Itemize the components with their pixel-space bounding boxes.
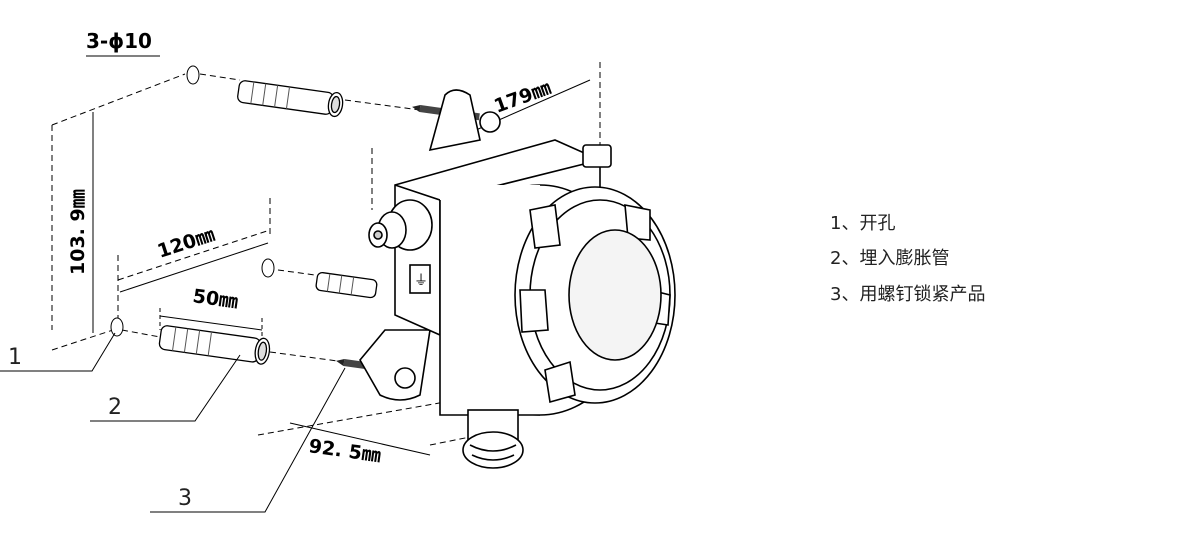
wall-holes [110,65,275,337]
dim-179: 179㎜ [491,77,554,118]
expansion-anchor-bottom [158,325,271,365]
installation-steps: 1、开孔 2、埋入膨胀管 3、用螺钉锁紧产品 [830,213,985,305]
callout-leaders [0,332,346,513]
top-gland [582,144,612,168]
mounting-ear-bottom [359,329,431,401]
callout-3: 3 [178,486,192,511]
hole-spec-label: 3-ϕ10 [86,29,152,53]
dim-103: 103. 9㎜ [67,189,89,275]
display-window [568,229,662,361]
side-cable-gland [368,199,433,251]
hole-top [186,65,200,85]
step-3: 3、用螺钉锁紧产品 [830,284,985,305]
dim-50: 50㎜ [191,285,239,313]
dim-92: 92. 5㎜ [307,435,382,467]
hole-bottom [110,317,124,337]
hole-middle [261,258,275,278]
expansion-anchor-top [237,80,344,118]
expansion-anchor-middle [315,271,378,299]
callout-2: 2 [108,395,122,420]
gas-detector-device: ⏚ [359,89,676,469]
bottom-cable-gland [462,409,524,469]
dim-120: 120㎜ [155,224,218,263]
step-1: 1、开孔 [830,213,895,234]
step-2: 2、埋入膨胀管 [830,248,949,269]
callout-1: 1 [8,345,22,370]
mounting-ear-top [428,89,481,152]
svg-text:⏚: ⏚ [414,273,428,289]
